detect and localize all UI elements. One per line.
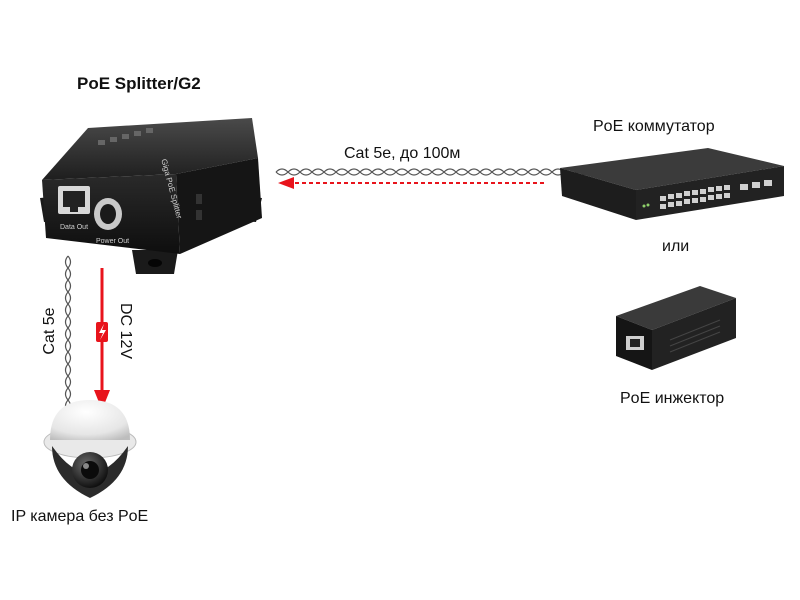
dc-power-arrow — [94, 268, 110, 410]
poe-switch-device — [560, 148, 784, 220]
down-cable — [64, 255, 72, 413]
or-label: или — [662, 238, 690, 255]
port-data-label: Data Out — [60, 224, 89, 231]
ip-camera-device — [43, 400, 137, 498]
injector-label: PoE инжектор — [620, 390, 725, 407]
splitter-title: PoE Splitter/G2 — [77, 74, 201, 93]
poe-splitter-device — [40, 118, 262, 274]
port-power-label: Power Out — [96, 238, 130, 245]
switch-label: PoE коммутатор — [593, 118, 715, 135]
top-power-arrow — [278, 177, 544, 189]
top-link-label: Cat 5e, до 100м — [344, 145, 461, 162]
dc-label: DC 12V — [117, 302, 134, 360]
camera-label: IP камера без PoE — [11, 508, 149, 525]
down-cable-label: Cat 5e — [41, 307, 58, 355]
top-cable — [275, 168, 601, 176]
poe-injector-device — [616, 286, 736, 370]
